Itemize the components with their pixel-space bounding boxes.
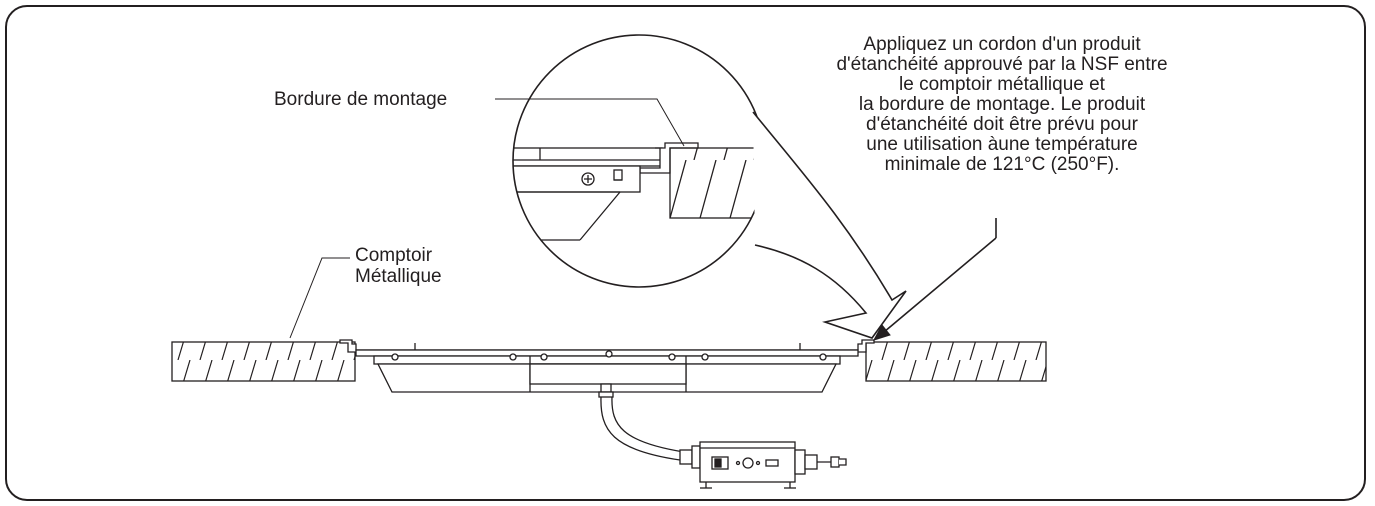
warmer-unit <box>339 339 875 398</box>
conduit <box>600 396 685 461</box>
diagram-frame <box>5 5 1366 501</box>
control-box <box>679 441 847 489</box>
magnify-arrow <box>752 111 907 339</box>
counter-left <box>171 341 356 382</box>
mounting-edge-label: Bordure de montage <box>274 89 448 110</box>
counter-label-line2: Métallique <box>355 266 442 287</box>
note-line: Appliquez un cordon d'un produit <box>863 34 1141 55</box>
leader-lines <box>289 98 685 339</box>
sealant-instruction-note: Appliquez un cordon d'un produit d'étanc… <box>762 35 1242 175</box>
note-line: d'étanchéité doit être prévu pour <box>866 114 1138 135</box>
metal-counter-label: Comptoir Métallique <box>355 245 442 287</box>
note-line: minimale de 121°C (250°F). <box>884 154 1120 175</box>
note-line: la bordure de montage. Le produit <box>858 94 1146 115</box>
note-line: d'étanchéité approuvé par la NSF entre <box>836 54 1168 75</box>
note-line: le comptoir métallique et <box>899 74 1105 95</box>
note-line: une utilisation àune température <box>866 134 1138 155</box>
counter-right <box>865 341 1047 382</box>
detail-circle <box>512 34 766 288</box>
note-arrow <box>872 218 997 341</box>
counter-label-line1: Comptoir <box>355 245 433 266</box>
